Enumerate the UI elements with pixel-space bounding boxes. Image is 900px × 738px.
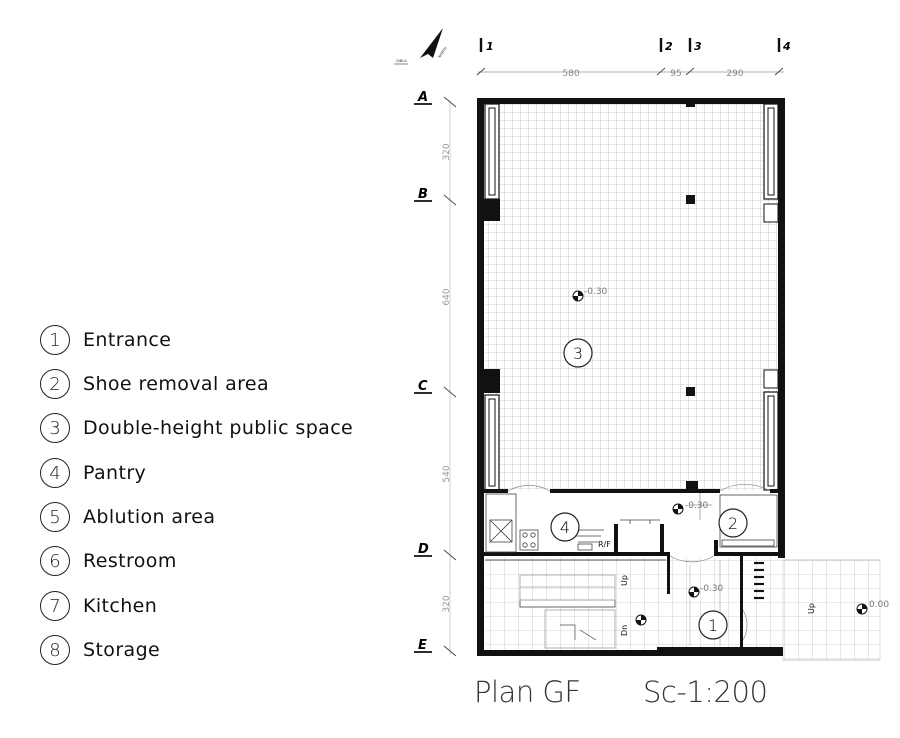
column-marker: 4: [777, 38, 791, 53]
interior-walls: [484, 489, 783, 648]
room-marker-1: 1: [698, 610, 728, 640]
row-spacing: 320: [442, 143, 452, 160]
level-marker: 0.00: [856, 600, 889, 615]
row-marker: B: [414, 187, 457, 206]
plan-title: Plan GF: [474, 675, 581, 709]
fridge-tag: R/F: [598, 540, 611, 549]
plan-scale: Sc-1:200: [643, 675, 767, 709]
column-label: 4: [782, 40, 791, 53]
entrance-steps: [754, 561, 764, 600]
level-marker: [635, 614, 647, 626]
row-marker: E: [414, 638, 457, 657]
lower-partitions: [485, 559, 721, 649]
column-marker: 1: [479, 38, 494, 53]
level-marker: -0.30: [572, 287, 608, 302]
legend-label: Entrance: [83, 329, 172, 351]
legend-number: 8: [40, 635, 70, 665]
column-label: 2: [665, 40, 673, 53]
column-spacing: 580: [562, 69, 579, 79]
row-spacing: 640: [442, 288, 452, 305]
legend-number: 3: [40, 413, 70, 443]
column-spacing: 290: [726, 69, 743, 79]
row-spacing: 540: [442, 465, 452, 482]
qibla-label: QIBLA: [396, 59, 407, 63]
north-label: NORTH: [438, 46, 449, 59]
legend-label: Shoe removal area: [83, 373, 270, 395]
legend-item-shoe-removal: 2 Shoe removal area: [40, 366, 269, 402]
legend-number: 1: [40, 325, 70, 355]
stair-down-tag: Dn: [620, 625, 629, 636]
room-number: 4: [560, 518, 570, 537]
row-label: E: [418, 638, 427, 653]
legend-label: Storage: [83, 639, 161, 661]
column-marker: 2: [659, 38, 673, 53]
legend-number: 5: [40, 502, 70, 532]
legend-item-entrance: 1 Entrance: [40, 322, 171, 358]
public-space-floor: [485, 104, 779, 490]
row-label: B: [418, 187, 428, 202]
door-swings: [507, 484, 771, 641]
legend-number: 2: [40, 369, 70, 399]
row-marker: A: [414, 90, 457, 108]
room-marker-4: 4: [550, 512, 580, 542]
legend-item-restroom: 6 Restroom: [40, 543, 177, 579]
room-number: 3: [573, 344, 583, 363]
legend-label: Restroom: [83, 550, 177, 572]
north-arrow-icon: [420, 28, 443, 58]
legend-item-kitchen: 7 Kitchen: [40, 588, 157, 624]
level-marker: -0.30: [672, 501, 709, 515]
structural-columns: [480, 100, 698, 491]
row-label: C: [418, 379, 428, 394]
column-label: 3: [694, 40, 702, 53]
legend-item-public-space: 3 Double-height public space: [40, 410, 353, 446]
legend-label: Double-height public space: [83, 417, 354, 439]
row-spacing: 320: [442, 595, 452, 612]
row-label: A: [417, 90, 428, 105]
legend-item-storage: 8 Storage: [40, 632, 160, 668]
compass: QIBLA NORTH: [394, 28, 449, 65]
legend-label: Pantry: [83, 462, 147, 484]
legend-item-ablution: 5 Ablution area: [40, 499, 215, 535]
room-marker-2: 2: [718, 508, 748, 538]
column-label: 1: [486, 40, 494, 53]
room-number: 1: [708, 616, 718, 635]
room-number: 2: [728, 514, 738, 533]
ramp-up-tag: Up: [807, 603, 816, 614]
level-label: -0.30: [584, 287, 608, 297]
legend-number: 6: [40, 546, 70, 576]
row-label: D: [418, 542, 429, 557]
stair-up-tag: Up: [620, 575, 629, 586]
legend-label: Ablution area: [83, 506, 216, 528]
level-label: 0.00: [869, 600, 889, 610]
legend-number: 7: [40, 591, 70, 621]
row-grid: A B C D E 320 640 540 320: [414, 90, 457, 657]
pantry-fixtures: [485, 493, 660, 553]
room-marker-3: 3: [563, 338, 593, 368]
legend-number: 4: [40, 458, 70, 488]
level-label: -0.30: [700, 584, 724, 594]
column-marker: 3: [688, 38, 702, 53]
column-grid: 1 2 3 4 580 95 290: [476, 38, 791, 79]
level-label: -0.30: [685, 501, 709, 511]
row-marker: D: [414, 542, 457, 561]
row-marker: C: [414, 379, 457, 398]
column-spacing: 95: [670, 69, 681, 79]
legend-label: Kitchen: [83, 595, 158, 617]
level-marker: -0.30: [688, 584, 724, 598]
legend-item-pantry: 4 Pantry: [40, 455, 146, 491]
